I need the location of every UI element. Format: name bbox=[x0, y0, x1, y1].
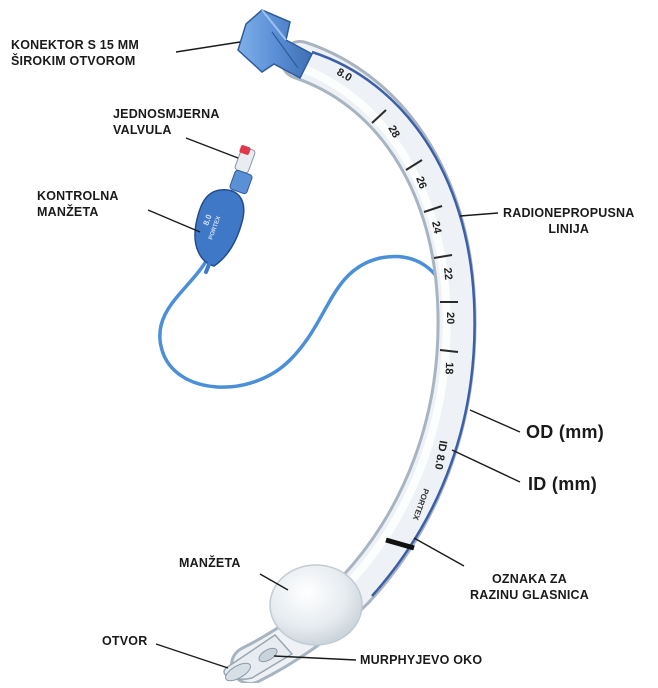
label-pilot-cuff: KONTROLNA MANŽETA bbox=[37, 188, 119, 220]
leader-pilot-cuff bbox=[148, 210, 200, 232]
label-murphy-eye: MURPHYJEVO OKO bbox=[360, 652, 482, 668]
one-way-valve bbox=[229, 145, 256, 195]
label-od: OD (mm) bbox=[526, 421, 604, 443]
leader-vocal-cord bbox=[414, 538, 464, 566]
pilot-line bbox=[160, 256, 447, 387]
pilot-balloon: 8.0 PORTEX bbox=[195, 190, 244, 272]
leader-od bbox=[470, 410, 520, 432]
label-radiopaque-line: RADIONEPROPUSNA LINIJA bbox=[503, 205, 635, 237]
label-valve: JEDNOSMJERNA VALVULA bbox=[113, 106, 220, 138]
label-opening: OTVOR bbox=[102, 633, 147, 649]
label-id: ID (mm) bbox=[528, 473, 597, 495]
depth-mark-22: 22 bbox=[441, 267, 454, 280]
depth-mark-20: 20 bbox=[444, 312, 456, 324]
label-vocal-cord-mark: OZNAKA ZA RAZINU GLASNICA bbox=[470, 571, 589, 603]
leader-id bbox=[452, 450, 520, 482]
leader-radiopaque bbox=[460, 213, 498, 216]
label-connector: KONEKTOR S 15 MM ŠIROKIM OTVOROM bbox=[11, 37, 139, 69]
label-cuff: MANŽETA bbox=[179, 555, 241, 571]
depth-mark-18: 18 bbox=[443, 362, 455, 375]
leader-connector bbox=[176, 42, 240, 52]
cuff-balloon bbox=[270, 565, 362, 645]
leader-opening bbox=[156, 644, 228, 668]
leader-valve bbox=[186, 138, 238, 158]
